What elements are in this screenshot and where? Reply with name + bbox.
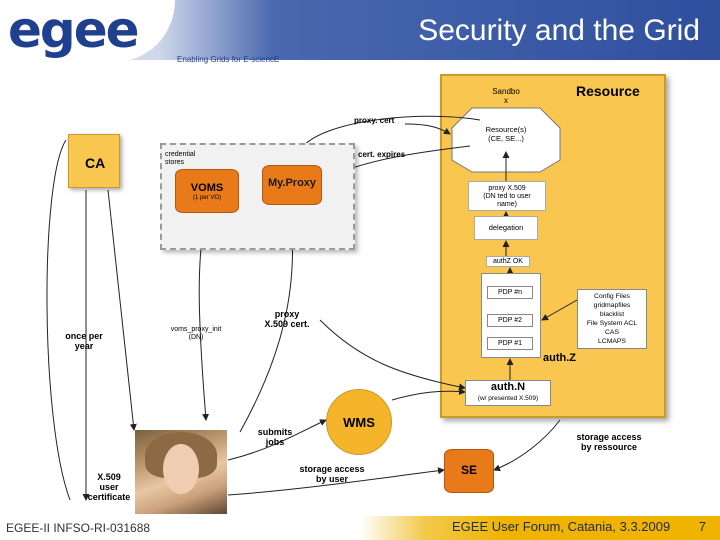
arrow-config-pdp [541, 299, 578, 321]
arrow-ca-user-3 [46, 139, 71, 501]
config-line-5: CAS [605, 329, 619, 336]
voms-title: VOMS [190, 182, 224, 194]
voms-cylinder: VOMS (1 per VO) [175, 169, 239, 213]
label-storage-by-user: storage access by user [290, 464, 374, 484]
label-cert-expires: cert. expires [358, 150, 406, 159]
resources-label-line-1: Resource(s) [485, 125, 527, 134]
footer-left [0, 516, 420, 540]
pdp-2: PDP #2 [487, 314, 533, 327]
user-cert-line-1: X.509 [97, 472, 121, 482]
proxy-x509-line-1: proxy X.509 [488, 185, 526, 192]
authz-ok-box: authZ OK [486, 256, 530, 267]
resources-label-line-2: (CE, SE...) [488, 134, 524, 143]
authz-label: auth.Z [543, 352, 576, 364]
logo-area: egee [0, 0, 175, 62]
authn-subtitle: (w/ presented X.509) [477, 395, 539, 402]
arrow-proxy-down [319, 319, 466, 391]
egee-logo: egee [8, 1, 140, 59]
myproxy-cylinder: My.Proxy [262, 165, 322, 205]
footer-event: EGEE User Forum, Catania, 3.3.2009 [452, 519, 671, 534]
slide-title: Security and the Grid [418, 14, 700, 47]
footer-gold-band [360, 516, 720, 540]
cred-label-line-2: stores [165, 159, 185, 166]
label-once-per-year: once per year [60, 331, 108, 351]
arrow-submits-jobs [227, 419, 327, 461]
tagline: Enabling Grids for E-sciencE [177, 55, 280, 64]
arrow-resource-to-voms [299, 115, 481, 151]
arrow-ca-user-2 [107, 189, 137, 431]
label-user-certificate: X.509 user certificate [80, 472, 138, 502]
authn-box: auth.N (w/ presented X.509) [465, 380, 551, 406]
voms-proxy-init-line-1: voms_proxy_init [170, 326, 222, 333]
storage-user-line-2: by user [315, 474, 348, 484]
slide-header: egee Security and the Grid Enabling Grid… [0, 0, 720, 64]
label-proxy-x509-cert: proxy X.509 cert. [258, 309, 316, 329]
proxy-x509-line-3: name) [497, 201, 517, 208]
wms-circle: WMS [326, 389, 392, 455]
sandbox-label: Sandbo x [486, 87, 526, 105]
config-line-6: LCMAPS [598, 338, 626, 345]
slide-footer: EGEE-II INFSO-RI-031688 EGEE User Forum,… [0, 516, 720, 540]
credential-stores-label: credential stores [165, 151, 195, 167]
authn-title: auth.N [490, 381, 526, 393]
proxy-x509-box: proxy X.509 (DN ted to user name) [468, 181, 546, 211]
user-photo-face [163, 444, 199, 494]
sandbox-octagon [451, 107, 561, 173]
label-submits-jobs: submits jobs [252, 427, 298, 447]
resources-label: Resource(s) (CE, SE...) [470, 125, 542, 143]
config-box: Config Files gridmapfiles blacklist File… [577, 289, 647, 349]
label-proxy-cert: proxy. cert [354, 116, 395, 125]
resource-label: Resource [576, 83, 640, 99]
arrow-proxy-cert [404, 123, 451, 135]
ca-box: CA [68, 134, 120, 188]
storage-resource-line-1: storage access [576, 432, 642, 442]
footer-project-id: EGEE-II INFSO-RI-031688 [6, 521, 151, 535]
label-voms-proxy-init: voms_proxy_init (DN) [164, 326, 228, 342]
user-cert-line-3: certificate [87, 492, 131, 502]
user-photo [135, 430, 227, 514]
proxy-cert-line-2: X.509 cert. [264, 319, 310, 329]
pdp-n: PDP #n [487, 286, 533, 299]
proxy-x509-line-2: (DN ted to user [483, 193, 531, 200]
arrow-user-se [227, 467, 445, 496]
arrow-wms-authn [391, 388, 466, 401]
config-line-3: blacklist [599, 311, 625, 318]
sandbox-label-line-2: x [504, 96, 508, 105]
se-cylinder: SE [444, 449, 494, 493]
config-line-2: gridmapfiles [593, 302, 631, 309]
once-per-year-line-2: year [74, 341, 94, 351]
submits-jobs-line-1: submits [257, 427, 293, 437]
sandbox-label-line-1: Sandbo [492, 87, 520, 96]
config-line-4: File System ACL [586, 320, 638, 327]
submits-jobs-line-2: jobs [265, 437, 285, 447]
storage-user-line-1: storage access [299, 464, 365, 474]
config-line-1: Config Files [594, 293, 630, 300]
voms-proxy-init-line-2: (DN) [188, 334, 204, 341]
delegation-box: delegation [474, 216, 538, 240]
once-per-year-line-1: once per [65, 331, 103, 341]
proxy-cert-line-1: proxy [274, 309, 300, 319]
cred-label-line-1: credential [165, 151, 196, 158]
user-cert-line-2: user [99, 482, 119, 492]
footer-page-number: 7 [698, 519, 706, 534]
voms-subtitle: (1 per VO) [192, 195, 221, 201]
storage-resource-line-2: by ressource [580, 442, 638, 452]
label-storage-by-resource: storage access by ressource [566, 432, 652, 452]
pdp-1: PDP #1 [487, 337, 533, 350]
arrow-resource-se [493, 419, 561, 472]
